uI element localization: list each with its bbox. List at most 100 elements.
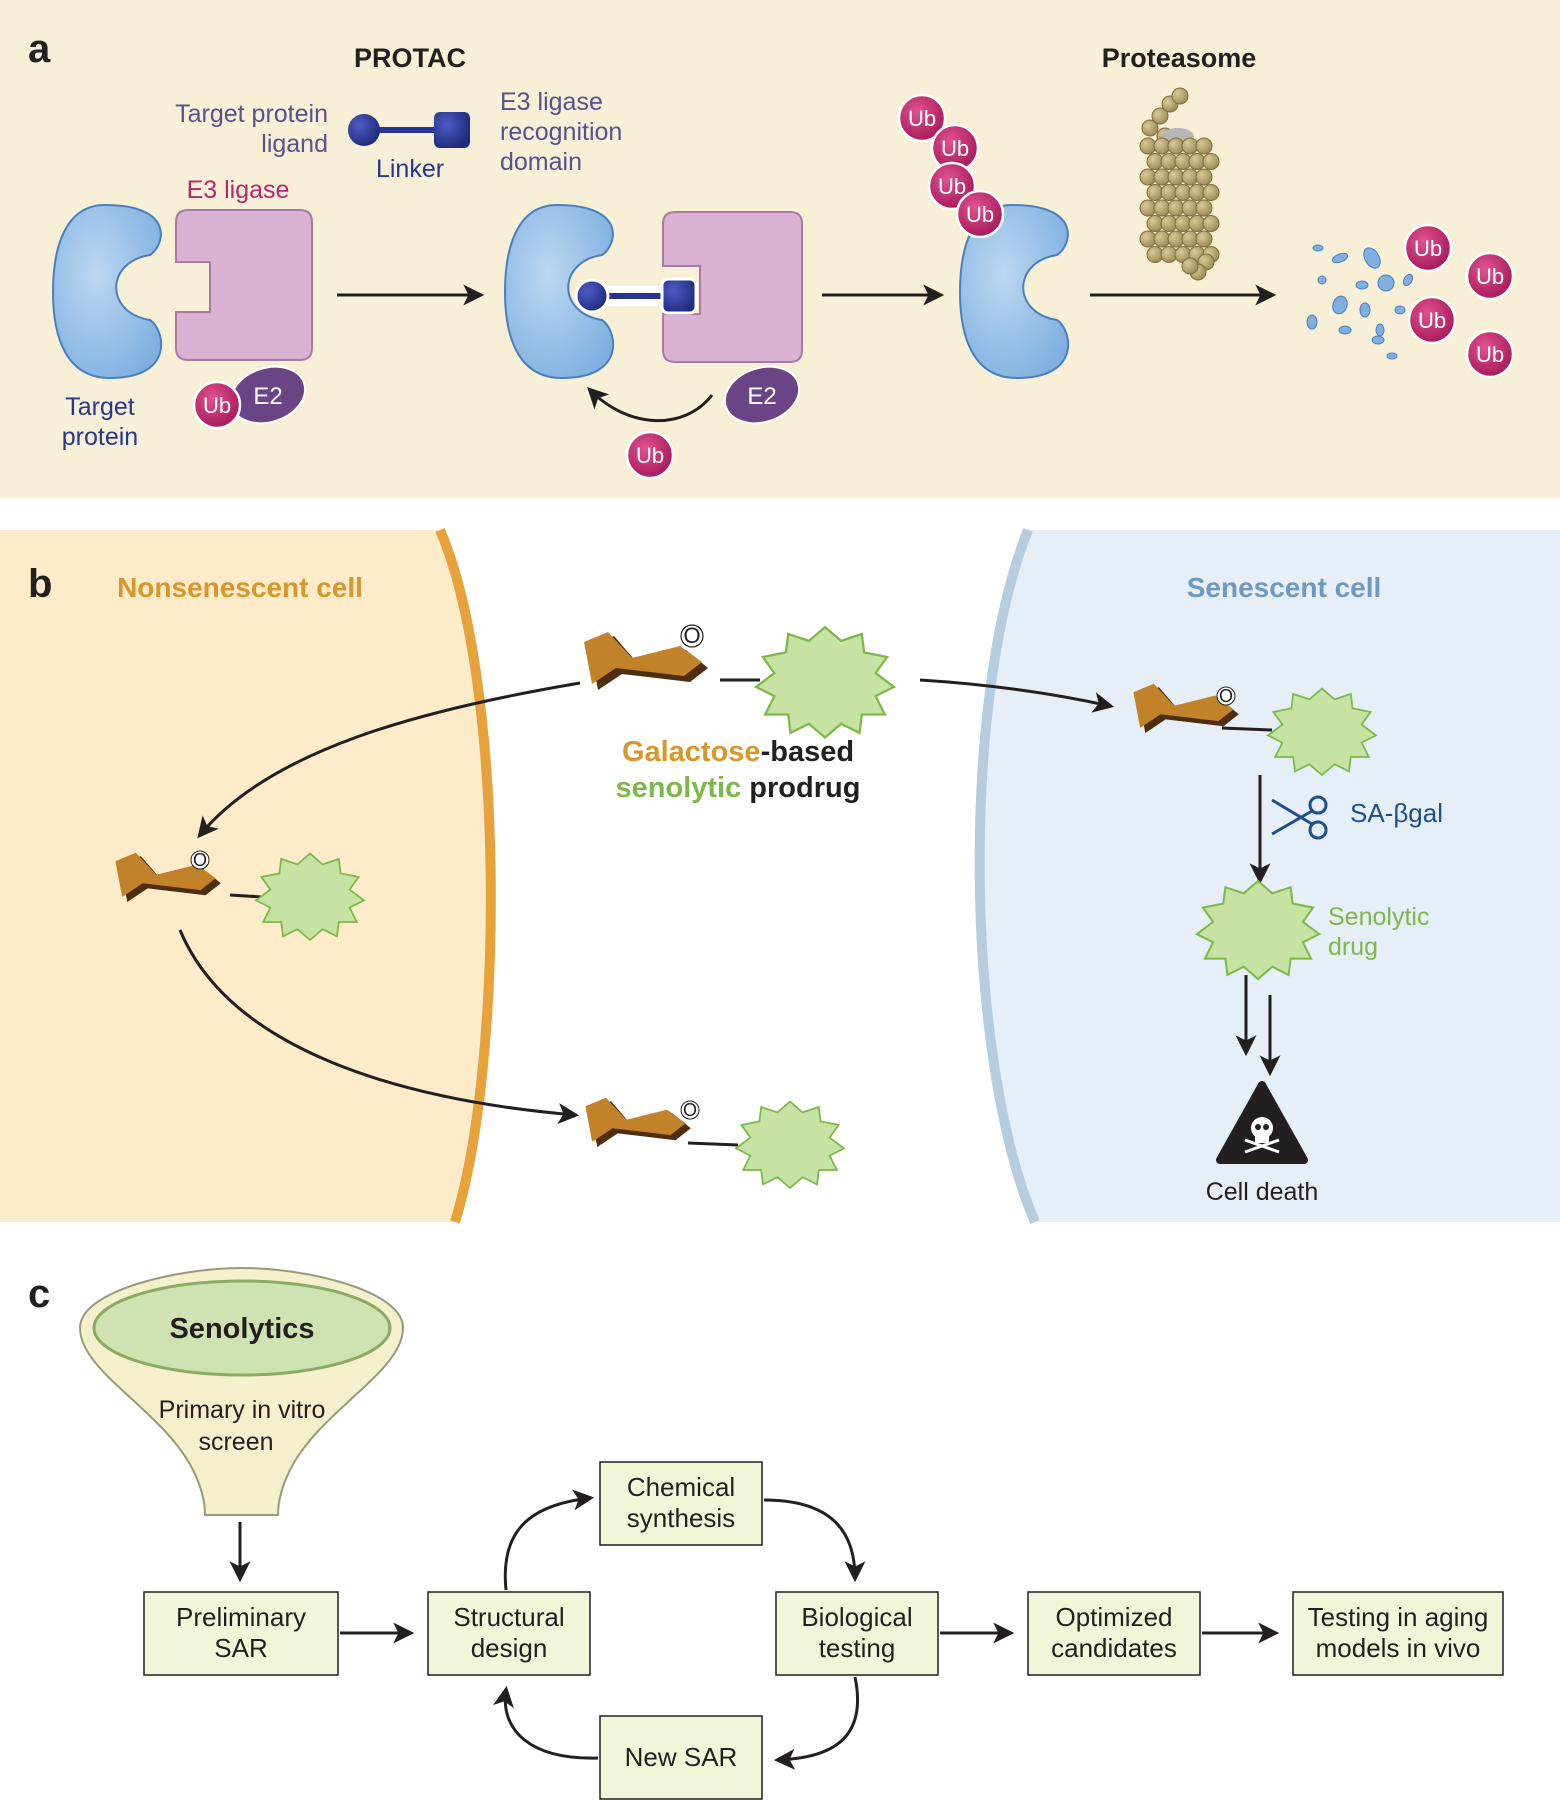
proteasome-bead [1181,257,1199,275]
proteasome-bead [1171,87,1189,105]
e3-ligase-label: E3 ligase [187,176,290,204]
target-protein-label-2: protein [62,423,138,451]
prodrug-o-sen: O [1219,686,1233,706]
ub-label-complex: Ub [636,443,664,468]
arrow-structural-chemical [503,1489,595,1591]
ub-transfer-arrow [587,387,714,423]
target-protein-label-1: Target [65,393,135,421]
proteasome-bead [1202,215,1220,232]
senescent-title: Senescent cell [1187,572,1382,603]
funnel-top-ellipse [92,1279,392,1377]
complex-ligand [574,278,610,314]
senolytic-drug-label-2: drug [1328,933,1378,961]
svg-text:Chemical: Chemical [627,1472,735,1502]
box-chemical-synthesis: Chemical synthesis [599,1461,763,1546]
prodrug-o-exported: O [683,1100,697,1120]
e2-ellipse-complex [723,365,801,425]
svg-text:Structural: Structural [453,1602,564,1632]
senescent-membrane [974,528,1040,1224]
enzyme-label: SA-βgal [1350,798,1443,828]
prodrug-o: O [683,623,700,648]
svg-text:Optimized: Optimized [1055,1602,1172,1632]
target-protein-shape [51,203,163,380]
ligand-ball [348,114,380,146]
svg-text:Preliminary: Preliminary [176,1602,306,1632]
arrow-to-nonsenescent [197,681,581,839]
released-ub-label-4: Ub [1476,342,1504,367]
ub-chain-label-4: Ub [966,202,994,227]
arrow-exit-nonsenescent [178,929,580,1125]
prodrug-exported: O [585,1097,845,1189]
proteasome-bead [1195,168,1213,186]
svg-text:Biological: Biological [801,1602,912,1632]
funnel-text-1: Primary in vitro [159,1396,326,1424]
svg-text:SAR: SAR [214,1633,267,1663]
funnel-title: Senolytics [169,1313,314,1345]
ub-label-left: Ub [203,393,231,418]
protac-title: PROTAC [354,43,466,73]
nonsenescent-membrane [435,528,496,1224]
proteasome-illustration [1139,87,1220,281]
proteasome-bead [1195,137,1213,155]
peptide-fragments [1306,244,1414,360]
skull-warning-icon [1216,1081,1308,1164]
ub-chain-label-3: Ub [938,174,966,199]
box-structural-design: Structural design [427,1591,591,1676]
e3-recognition-label-2: recognition [500,118,622,146]
cell-death-label: Cell death [1206,1178,1319,1206]
arrow-chemical-biological [763,1498,866,1583]
svg-text:models in vivo: models in vivo [1316,1633,1481,1663]
target-protein-ligand-label-2: ligand [261,130,328,158]
proteasome-bead [1151,107,1169,125]
panel-a-letter: a [28,27,51,71]
nonsenescent-title: Nonsenescent cell [117,572,363,603]
senolytic-drug-label-1: Senolytic [1328,903,1429,931]
proteasome-bead [1141,119,1159,137]
ubiquitinated-target-protein [958,203,1070,380]
panel-b-letter: b [28,562,52,606]
released-ub-label-3: Ub [1418,308,1446,333]
prodrug-nonsenescent: O [115,850,365,941]
svg-text:candidates: candidates [1051,1633,1177,1663]
e3-recognition-label-1: E3 ligase [500,88,603,116]
prodrug-senescent: O [1133,683,1377,776]
svg-text:synthesis: synthesis [627,1503,735,1533]
funnel-text-2: screen [198,1428,273,1456]
svg-text:New SAR: New SAR [625,1742,738,1772]
svg-text:Testing in aging: Testing in aging [1308,1602,1489,1632]
protac-molecule [348,112,470,148]
complex-e3-ligase [662,211,803,363]
released-ub-label-2: Ub [1476,264,1504,289]
box-new-sar: New SAR [599,1715,763,1800]
svg-text:testing: testing [819,1633,896,1663]
panel-c-letter: c [28,1272,50,1316]
prodrug-o-nonsen: O [193,850,207,870]
e3-ligase-shape [175,209,313,361]
box-preliminary-sar: Preliminary SAR [143,1591,339,1676]
linker-label: Linker [376,155,444,183]
prodrug-label-line2: senolytic prodrug [616,772,861,804]
released-ub-label-1: Ub [1414,236,1442,261]
recognition-domain-square [434,112,470,148]
e2-label-left: E2 [253,383,282,410]
scissors-icon [1271,795,1328,840]
complex-target-protein [503,203,615,380]
arrow-biological-newsar [773,1676,860,1770]
e3-recognition-label-3: domain [500,148,582,176]
box-biological-testing: Biological testing [775,1591,939,1676]
proteasome-bead [1202,184,1220,201]
proteasome-title: Proteasome [1102,43,1257,73]
box-testing-aging: Testing in aging models in vivo [1292,1591,1504,1676]
proteasome-bead [1202,153,1220,170]
ub-chain-label-1: Ub [908,106,936,131]
arrow-to-senescent [919,678,1115,713]
complex-recognition [660,277,698,315]
prodrug-center: O [584,623,896,739]
svg-text:design: design [471,1633,548,1663]
proteasome-bead [1195,199,1213,217]
box-optimized-candidates: Optimized candidates [1027,1591,1201,1676]
proteasome-bead [1195,230,1213,248]
ub-chain-label-2: Ub [941,136,969,161]
target-protein-ligand-label-1: Target protein [175,100,328,128]
